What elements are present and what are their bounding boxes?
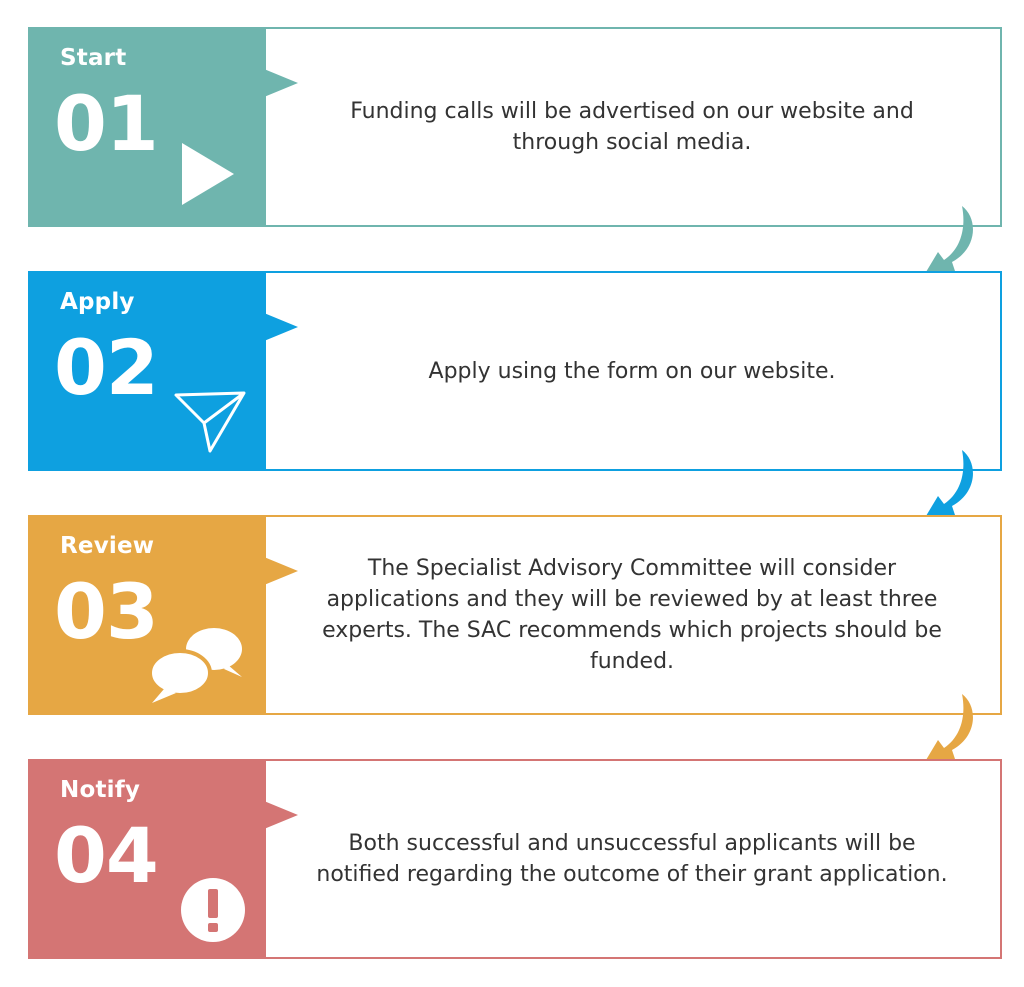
step-start-box <box>264 27 1002 227</box>
step-label: Review <box>60 533 155 559</box>
chat-bubbles-icon <box>144 623 248 709</box>
step-description: The Specialist Advisory Committee will c… <box>322 556 942 674</box>
step-start-pointer <box>264 69 298 97</box>
step-apply-pointer <box>264 313 298 341</box>
step-number: 04 <box>54 811 159 900</box>
step-apply: Apply 02 Apply using the form on our web… <box>28 271 1002 471</box>
paper-plane-icon <box>172 385 248 459</box>
step-label: Start <box>60 45 127 71</box>
curved-arrow-icon <box>912 692 984 778</box>
step-label: Apply <box>60 289 135 315</box>
step-apply-box <box>264 271 1002 471</box>
exclamation-icon <box>180 877 246 947</box>
step-apply-panel <box>28 271 264 471</box>
curved-arrow-icon <box>912 204 984 290</box>
step-number: 02 <box>54 323 159 412</box>
step-number: 01 <box>54 79 159 168</box>
step-notify: Notify 04 Both successful and unsuccessf… <box>28 759 1002 959</box>
step-start: Start 01 Funding calls will be advertise… <box>28 27 1002 227</box>
step-review-panel <box>28 515 264 715</box>
step-review-pointer <box>264 557 298 585</box>
step-review: Review 03 The Specialist Advisory Commit… <box>28 515 1002 715</box>
step-label: Notify <box>60 777 141 803</box>
play-icon <box>178 141 238 211</box>
step-notify-box <box>264 759 1002 959</box>
step-description: Funding calls will be advertised on our … <box>350 99 914 155</box>
step-notify-pointer <box>264 801 298 829</box>
step-review-box <box>264 515 1002 715</box>
step-start-panel <box>28 27 264 227</box>
step-description: Both successful and unsuccessful applica… <box>316 831 948 887</box>
step-number: 03 <box>54 567 159 656</box>
curved-arrow-icon <box>912 448 984 534</box>
step-description: Apply using the form on our website. <box>428 358 836 384</box>
